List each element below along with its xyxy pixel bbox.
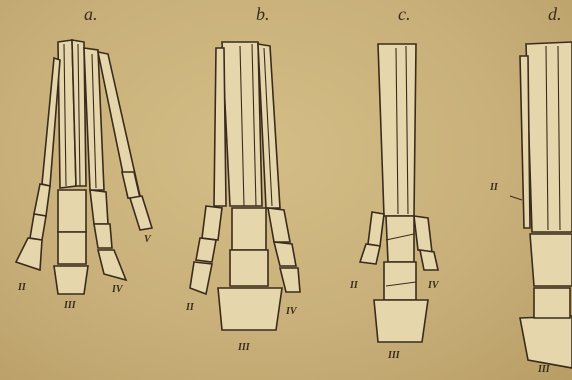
- digit-label-b-iii: III: [238, 342, 250, 353]
- digit-label-c-ii: II: [350, 280, 358, 291]
- digit-label-a-iii: III: [64, 300, 76, 311]
- panel-label-c: c.: [398, 4, 411, 25]
- digit-label-b-ii: II: [186, 302, 194, 313]
- panel-label-b: b.: [256, 4, 270, 25]
- digit-label-a-v: V: [144, 234, 151, 245]
- foot-c: [360, 44, 438, 342]
- foot-a: [16, 40, 152, 294]
- digit-label-a-iv: IV: [112, 284, 123, 295]
- panel-label-a: a.: [84, 4, 98, 25]
- digit-label-b-iv: IV: [286, 306, 297, 317]
- digit-label-c-iii: III: [388, 350, 400, 361]
- panel-label-d: d.: [548, 4, 562, 25]
- digit-label-a-ii: II: [18, 282, 26, 293]
- digit-label-d-iii: III: [538, 364, 550, 375]
- foot-d: [510, 42, 572, 368]
- foot-b: [190, 42, 300, 330]
- digit-label-c-iv: IV: [428, 280, 439, 291]
- digit-label-d-ii: II: [490, 182, 498, 193]
